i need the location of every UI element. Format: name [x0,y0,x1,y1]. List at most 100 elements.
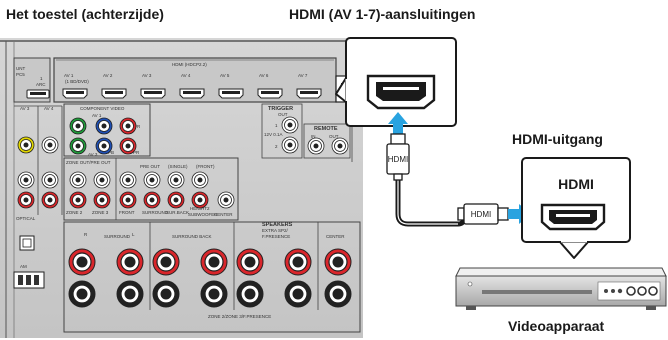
rca-preout-r-3 [191,191,209,209]
hdmi-port-label: AV 7 [298,73,308,78]
rca-comp-pr2 [119,137,137,155]
rear-panel: HDMI (HDCP2.2) AV 1 AV 2 AV 3 AV 4 AV 5 AV 6 A… [0,38,363,338]
sp-center-label: CENTER [326,234,345,239]
hdmi-port-label: AV 2 [103,73,113,78]
av1-sub-label: (1 BD/DVD) [65,79,89,84]
hdmi-input-callout [335,37,457,127]
rca-comp-y1 [69,117,87,135]
sp-zone-footer: ZONE 2/ZONE 3/F.PRESENCE [208,314,271,319]
pre-out-label: PRE OUT [140,164,160,169]
rca-comp-pb2 [95,137,113,155]
speakers-sub2-label: F.PRESENCE [262,234,290,239]
hdmi-output-callout: HDMI [521,157,631,259]
up-arrow-icon [388,112,408,134]
video-device [455,267,667,310]
hdmi-header-label: HDMI (HDCP2.2) [172,62,207,67]
rca-av3-r [17,191,35,209]
comp-pr-label: PR [133,150,140,155]
hdmi-port-icon-output [540,203,606,231]
hdmi-port-1: AV 1 [62,73,88,99]
rca-av4-2 [41,171,59,189]
rca-preout-l-2 [167,171,185,189]
arc-label: ARC [36,82,46,87]
comp-av3-label: AV 3 [88,152,98,157]
rca-av4-3 [41,191,59,209]
hdmi-cable [395,178,467,227]
surback-label: SUR.BACK [166,210,189,215]
sp-surround-back-label: SURROUND BACK [172,234,212,239]
hdmi-port-4: AV 4 [179,73,205,99]
speaker-terminal-plus-2 [152,248,180,276]
speaker-terminal-minus-5 [284,280,312,308]
zone3-label: ZONE 3 [92,210,109,215]
rca-av4-1 [41,136,59,154]
trigger-label: TRIGGER [268,106,293,112]
rca-zone3-l [93,171,111,189]
plug-side-label: HDMI [471,210,491,219]
speaker-terminals [68,248,352,308]
arc-number: 1 [40,76,43,81]
hdmi-port-label: AV 4 [181,73,191,78]
speaker-terminal-plus-4 [236,248,264,276]
zone2-label: ZONE 2 [66,210,83,215]
speaker-terminal-plus-1 [116,248,144,276]
av3-label: AV 3 [20,106,30,111]
speaker-terminal-plus-6 [324,248,352,276]
rca-preout-l-1 [143,171,161,189]
rca-center-pre [217,191,235,209]
rca-zone2-r [69,191,87,209]
single-label: (SINGLE) [168,164,188,169]
rca-zone3-r [93,191,111,209]
comp-pr-top-label: PR [134,124,141,129]
hdmi-output-heading: HDMI-uitgang [512,131,603,147]
rca-comp-pb1 [95,117,113,135]
hdmi-port-icon-large [366,74,436,110]
arc-hdmi-port [26,89,50,99]
center-pre-label: CENTER [214,212,233,217]
speakers-label: SPEAKERS [262,222,293,228]
rca-preout-r-2 [167,191,185,209]
cut-label: UNT [16,66,25,71]
rca-comp-pr1 [119,117,137,135]
cut-label-2: PC5 [16,72,25,77]
remote-out-label: OUT [329,134,339,139]
rca-jacks [17,116,349,209]
hdmi-port-2: AV 2 [101,73,127,99]
speaker-terminal-plus-5 [284,248,312,276]
height2-label: HEIGHT2 [190,206,210,211]
trigger-out-label: OUT [278,112,288,117]
hdmi-port-label: AV 3 [142,73,152,78]
hdmi-port-label: AV 6 [259,73,269,78]
rca-preout-l-0 [119,171,137,189]
sp-l-label: L [132,232,135,237]
subwoofer-label: SUBWOOFER [188,212,218,217]
sp-surround-label: SURROUND [104,234,131,239]
av4-label: AV 4 [44,106,54,111]
rca-preout-r-0 [119,191,137,209]
hdmi-port-3: AV 3 [140,73,166,99]
am-label: AM [20,264,27,269]
sp-r-label: R [84,232,88,237]
trigger-1-label: 1 [275,123,278,128]
speaker-terminal-minus-6 [324,280,352,308]
surround-label: SURROUND [142,210,169,215]
output-port-label: HDMI [558,176,594,192]
front-label: FRONT [119,210,135,215]
trigger-jack-2 [281,136,299,154]
comp-av1-label: AV 1 [92,113,102,118]
remote-label: REMOTE [314,126,338,132]
hdmi-port-label: AV 5 [220,73,230,78]
comp-pb-label: PB [108,150,114,155]
rca-preout-l-3 [191,171,209,189]
video-device-heading: Videoapparaat [508,318,605,334]
remote-in-jack [307,137,325,155]
optical-label: OPTICAL [16,216,36,221]
speaker-terminal-plus-0 [68,248,96,276]
speaker-terminal-minus-0 [68,280,96,308]
speaker-terminal-plus-3 [200,248,228,276]
zone-out-label: ZONE OUT/PRE OUT [66,160,111,165]
trigger-jack-1 [281,116,299,134]
rca-zone2-l [69,171,87,189]
hdmi-port-6: AV 6 [257,73,283,99]
